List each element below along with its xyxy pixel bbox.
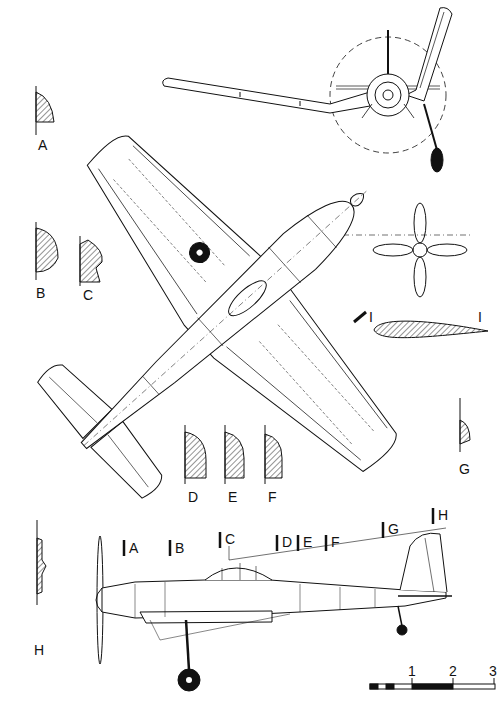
- section-letter: A: [38, 138, 47, 152]
- section-marker: G: [388, 522, 399, 536]
- section-letter: H: [34, 643, 44, 657]
- section-letter: F: [268, 490, 277, 504]
- front-view: [163, 8, 452, 172]
- section-ticks: [124, 508, 433, 556]
- section-letter: B: [36, 286, 45, 300]
- section-letter: C: [83, 288, 93, 302]
- section-marker: H: [438, 508, 448, 522]
- airfoil-section: [374, 321, 488, 338]
- section-marker: A: [129, 541, 138, 555]
- section-marker: F: [331, 535, 340, 549]
- side-view: [96, 528, 452, 691]
- scale-number: 2: [449, 664, 457, 678]
- section-letter: E: [228, 490, 237, 504]
- propeller-view: [373, 203, 467, 297]
- section-marker: D: [282, 535, 292, 549]
- scale-number: 3: [489, 664, 497, 678]
- section-marker: E: [303, 535, 312, 549]
- plan-view: [0, 37, 500, 600]
- section-marker: I: [369, 310, 373, 324]
- scale-number: 1: [408, 664, 416, 678]
- section-letter: G: [459, 462, 470, 476]
- section-marker: B: [175, 541, 184, 555]
- section-letter: D: [188, 490, 198, 504]
- section-marker: C: [225, 532, 235, 546]
- scale-bar: [370, 678, 495, 689]
- cross-sections: [36, 86, 470, 605]
- section-letter: I: [478, 310, 482, 324]
